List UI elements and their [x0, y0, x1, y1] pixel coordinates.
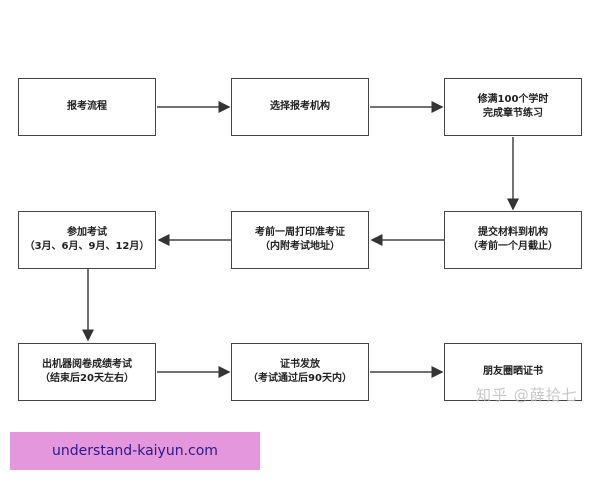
node-sublabel: （考前一个月截止）: [468, 241, 558, 252]
node-take-exam: 参加考试 （3月、6月、9月、12月）: [18, 211, 156, 269]
node-sublabel: （结束后20天左右）: [40, 373, 134, 384]
node-label: 参加考试: [67, 227, 107, 238]
site-banner[interactable]: understand-kaiyun.com: [10, 432, 260, 470]
banner-text[interactable]: understand-kaiyun.com: [52, 443, 218, 459]
watermark: 知乎 @薛拾七: [476, 386, 578, 404]
node-share-certificate: 朋友圈晒证书: [444, 343, 582, 401]
node-label: 选择报考机构: [270, 101, 330, 112]
node-label: 修满100个学时: [477, 94, 549, 105]
node-label: 考前一周打印准考证: [255, 227, 345, 238]
node-results: 出机器阅卷成绩考试 （结束后20天左右）: [18, 343, 156, 401]
node-print-admission: 考前一周打印准考证 （内附考试地址）: [231, 211, 369, 269]
node-sublabel: （3月、6月、9月、12月）: [24, 241, 150, 252]
node-label: 出机器阅卷成绩考试: [42, 359, 132, 370]
node-certificate-issued: 证书发放 （考试通过后90天内）: [231, 343, 369, 401]
node-label: 报考流程: [67, 101, 107, 112]
node-submit-materials: 提交材料到机构 （考前一个月截止）: [444, 211, 582, 269]
node-sublabel: （考试通过后90天内）: [248, 373, 352, 384]
node-choose-institution: 选择报考机构: [231, 78, 369, 136]
node-complete-hours: 修满100个学时完成章节练习: [444, 78, 582, 136]
node-sublabel: 完成章节练习: [483, 108, 543, 119]
node-label: 证书发放: [280, 359, 320, 370]
node-label: 提交材料到机构: [478, 227, 548, 238]
node-sublabel: （内附考试地址）: [260, 241, 340, 252]
node-registration-process: 报考流程: [18, 78, 156, 136]
node-label: 朋友圈晒证书: [483, 366, 543, 377]
